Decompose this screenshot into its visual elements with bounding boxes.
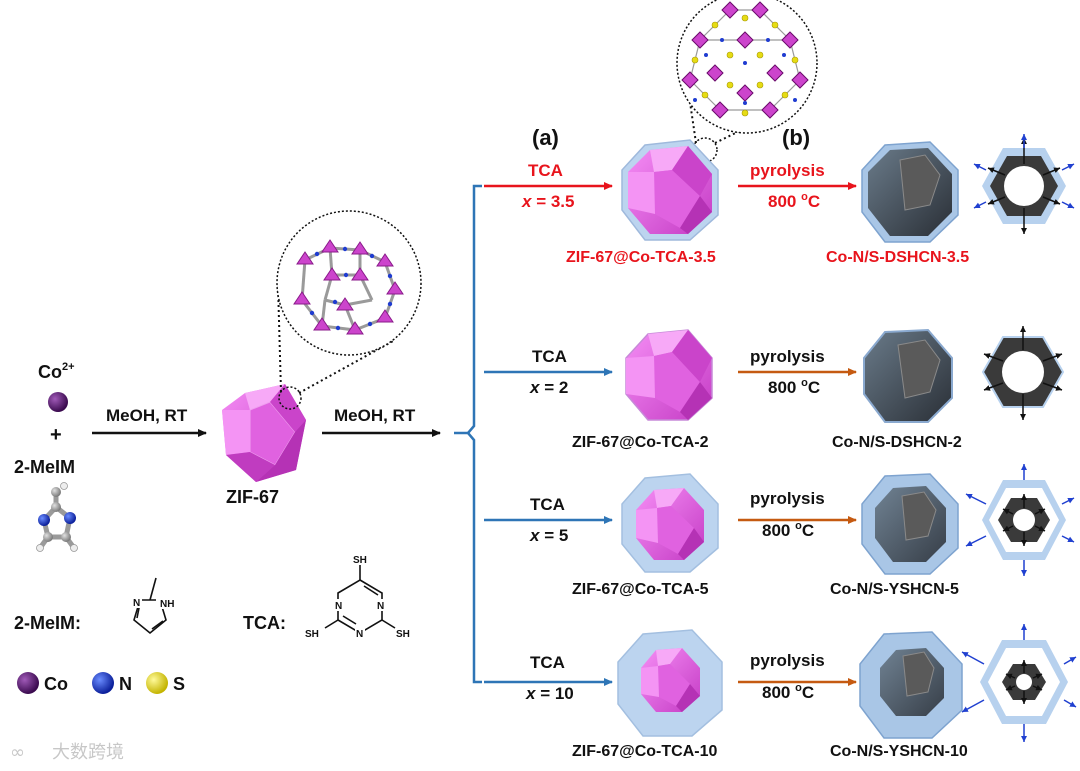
tca-sh-left: SH bbox=[305, 629, 319, 640]
row-2-temperature: 800 oC bbox=[762, 520, 814, 540]
row-3-reagent: TCA bbox=[530, 653, 565, 672]
precursor-reagents: Co2+ + 2-MeIM bbox=[14, 361, 78, 552]
tca-structure-label: TCA: bbox=[243, 613, 286, 633]
row-3-cross-section-icon bbox=[961, 624, 1077, 742]
ligand-label: 2-MeIM bbox=[14, 457, 75, 477]
row-1-precursor-label: ZIF-67@Co-TCA-2 bbox=[572, 434, 709, 451]
co-ion-sphere-icon bbox=[48, 392, 68, 412]
row-3-hollow-carbon-polyhedron-icon bbox=[859, 631, 963, 739]
row-2-precursor-label: ZIF-67@Co-TCA-5 bbox=[572, 581, 709, 598]
row-0-product-label: Co-N/S-DSHCN-3.5 bbox=[826, 249, 969, 266]
watermark: ∞ 大数跨境 bbox=[10, 742, 124, 763]
atom-legend: Co N S bbox=[17, 672, 185, 694]
panel-label-a: (a) bbox=[532, 125, 559, 150]
tca-structure: TCA: N N N SH SH SH bbox=[243, 555, 410, 640]
row-1-x-value: x = 2 bbox=[529, 378, 568, 397]
row-1-conditions: pyrolysis bbox=[750, 347, 825, 366]
row-1-cross-section-icon bbox=[981, 326, 1065, 420]
row-3-x-value: x = 10 bbox=[525, 684, 574, 703]
row-0-temperature: 800 oC bbox=[768, 191, 820, 211]
watermark-text: 大数跨境 bbox=[52, 742, 124, 763]
legend-n-icon bbox=[92, 672, 114, 694]
meim-structure-label: 2-MeIM: bbox=[14, 613, 81, 633]
branch-bracket bbox=[454, 184, 482, 684]
row-1-reagent: TCA bbox=[532, 347, 567, 366]
tca-n-right: N bbox=[377, 601, 384, 612]
row-x-3-5: TCA x = 3.5 ZIF-67@Co-TCA-3.5 pyrolysis … bbox=[484, 134, 1075, 266]
row-1-precursor-polyhedron-icon bbox=[625, 329, 713, 421]
row-0-precursor-label: ZIF-67@Co-TCA-3.5 bbox=[566, 249, 716, 266]
row-0-reagent: TCA bbox=[528, 161, 563, 180]
tca-n-left: N bbox=[335, 601, 342, 612]
zif67-polyhedron-icon bbox=[222, 384, 306, 482]
tca-sh-top: SH bbox=[353, 555, 367, 566]
co-ion-label: Co2+ bbox=[38, 361, 75, 382]
row-3-product-label: Co-N/S-YSHCN-10 bbox=[830, 743, 968, 760]
meim-structure: 2-MeIM: NH N bbox=[14, 577, 174, 635]
row-x-5: TCA x = 5 ZIF-67@Co-TCA-5 pyrolysis 800 … bbox=[484, 464, 1075, 598]
legend-co-icon bbox=[17, 672, 39, 694]
zif67-framework-zoom bbox=[276, 210, 422, 410]
legend-s-icon bbox=[146, 672, 168, 694]
row-0-conditions: pyrolysis bbox=[750, 161, 825, 180]
row-1-product-label: Co-N/S-DSHCN-2 bbox=[832, 434, 962, 451]
row-3-precursor-polyhedron-icon bbox=[617, 629, 723, 737]
row-3-conditions: pyrolysis bbox=[750, 651, 825, 670]
panel-label-b: (b) bbox=[782, 125, 810, 150]
row-2-precursor-polyhedron-icon bbox=[621, 473, 719, 573]
row-0-cross-section-icon bbox=[973, 134, 1075, 234]
row-0-x-value: x = 3.5 bbox=[521, 192, 574, 211]
row-0-precursor-polyhedron-icon bbox=[621, 139, 719, 241]
co-tca-framework-zoom bbox=[676, 0, 818, 163]
step2-conditions: MeOH, RT bbox=[334, 406, 416, 425]
row-1-hollow-carbon-polyhedron-icon bbox=[863, 328, 953, 423]
row-2-product-label: Co-N/S-YSHCN-5 bbox=[830, 581, 959, 598]
legend-n-label: N bbox=[119, 674, 132, 694]
row-2-x-value: x = 5 bbox=[529, 526, 568, 545]
plus-sign: + bbox=[50, 424, 62, 446]
row-2-cross-section-icon bbox=[965, 464, 1075, 576]
row-2-hollow-carbon-polyhedron-icon bbox=[861, 473, 959, 575]
row-3-temperature: 800 oC bbox=[762, 682, 814, 702]
row-2-conditions: pyrolysis bbox=[750, 489, 825, 508]
row-x-10: TCA x = 10 ZIF-67@Co-TCA-10 pyrolysis 80… bbox=[484, 624, 1077, 760]
legend-s-label: S bbox=[173, 674, 185, 694]
row-1-temperature: 800 oC bbox=[768, 377, 820, 397]
tca-sh-right: SH bbox=[396, 629, 410, 640]
tca-n-bottom: N bbox=[356, 629, 363, 640]
row-0-hollow-carbon-polyhedron-icon bbox=[861, 141, 959, 243]
zif67-label: ZIF-67 bbox=[226, 487, 279, 507]
step1-conditions: MeOH, RT bbox=[106, 406, 188, 425]
watermark-logo-icon: ∞ bbox=[10, 742, 25, 763]
meim-nh-label: NH bbox=[160, 599, 174, 610]
row-3-precursor-label: ZIF-67@Co-TCA-10 bbox=[572, 743, 717, 760]
legend-co-label: Co bbox=[44, 674, 68, 694]
meim-n-label: N bbox=[133, 598, 140, 609]
row-2-reagent: TCA bbox=[530, 495, 565, 514]
meim-ball-stick-model-icon bbox=[36, 482, 78, 552]
row-x-2: TCA x = 2 ZIF-67@Co-TCA-2 pyrolysis 800 … bbox=[484, 326, 1065, 451]
